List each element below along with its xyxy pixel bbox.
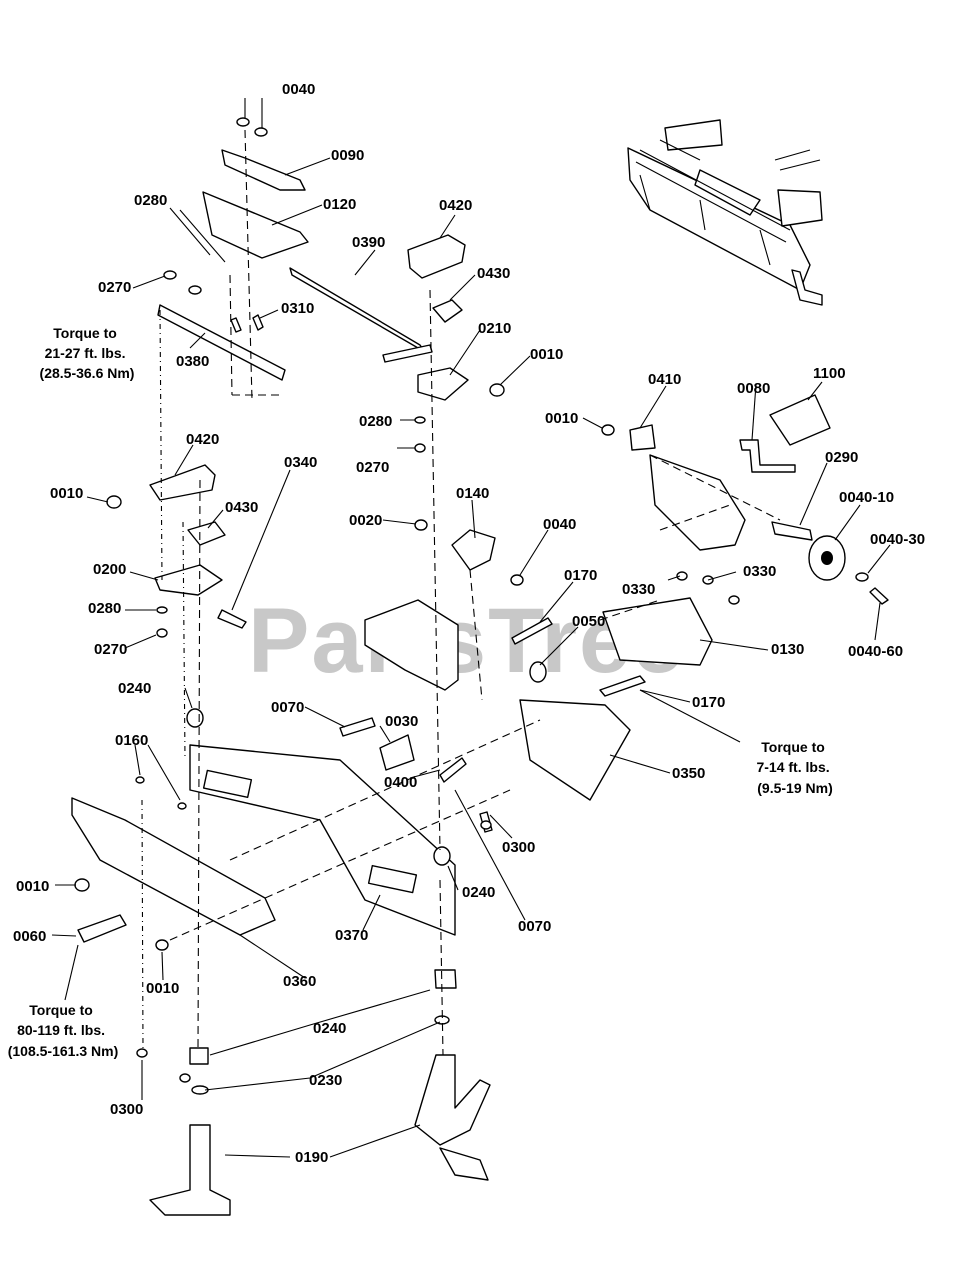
callout-0040-top: 0040 xyxy=(282,81,315,98)
callout-0010-b: 0010 xyxy=(50,485,83,502)
torque-notes: Torque to 21-27 ft. lbs. (28.5-36.6 Nm) … xyxy=(8,325,833,1059)
callout-0240-a: 0240 xyxy=(118,680,151,697)
callout-0420-a: 0420 xyxy=(439,197,472,214)
callout-0120: 0120 xyxy=(323,196,356,213)
callout-0040-30: 0040-30 xyxy=(870,531,925,548)
callout-0400: 0400 xyxy=(384,774,417,791)
callout-0010-c: 0010 xyxy=(545,410,578,427)
watermark: PartsTree xyxy=(248,590,685,692)
callout-0240-b: 0240 xyxy=(462,884,495,901)
callout-0410: 0410 xyxy=(648,371,681,388)
callout-0430-b: 0430 xyxy=(225,499,258,516)
callout-labels: 0040 0090 0120 0280 0270 0310 0380 0390 … xyxy=(13,81,925,1166)
callout-0030: 0030 xyxy=(385,713,418,730)
callout-0200: 0200 xyxy=(93,561,126,578)
callout-0300-b: 0300 xyxy=(110,1101,143,1118)
callout-0280-a: 0280 xyxy=(134,192,167,209)
callout-0280-b: 0280 xyxy=(359,413,392,430)
callout-0170-b: 0170 xyxy=(692,694,725,711)
front-axle-frame xyxy=(71,744,492,1095)
callout-0170-a: 0170 xyxy=(564,567,597,584)
torque-note-1: Torque to 21-27 ft. lbs. (28.5-36.6 Nm) xyxy=(40,325,135,381)
callout-0370: 0370 xyxy=(335,927,368,944)
callout-0300-a: 0300 xyxy=(502,839,535,856)
callout-0290: 0290 xyxy=(825,449,858,466)
callout-0040-b: 0040 xyxy=(543,516,576,533)
callout-0330-a: 0330 xyxy=(622,581,655,598)
callout-0390: 0390 xyxy=(352,234,385,251)
callout-0040-60: 0040-60 xyxy=(848,643,903,660)
alignment-lines xyxy=(141,129,781,1056)
callout-0160: 0160 xyxy=(115,732,148,749)
callout-0240-c: 0240 xyxy=(313,1020,346,1037)
middle-linkage-parts xyxy=(135,519,740,833)
torque-note-3: Torque to 80-119 ft. lbs. (108.5-161.3 N… xyxy=(8,1002,119,1059)
callout-0050: 0050 xyxy=(572,613,605,630)
callout-0080: 0080 xyxy=(737,380,770,397)
callout-0330-b: 0330 xyxy=(743,563,776,580)
callout-0040-10: 0040-10 xyxy=(839,489,894,506)
callout-0090: 0090 xyxy=(331,147,364,164)
upper-linkage-parts xyxy=(106,117,505,638)
callout-0010-e: 0010 xyxy=(146,980,179,997)
callout-1100: 1100 xyxy=(813,365,846,382)
callout-0230: 0230 xyxy=(309,1072,342,1089)
callout-0420-b: 0420 xyxy=(186,431,219,448)
assembly-overview-inset xyxy=(627,119,823,306)
callout-0140: 0140 xyxy=(456,485,489,502)
callout-0010-a: 0010 xyxy=(530,346,563,363)
callout-0210: 0210 xyxy=(478,320,511,337)
leader-lines xyxy=(51,98,891,1158)
callout-0340: 0340 xyxy=(284,454,317,471)
spindles xyxy=(149,1054,491,1216)
callout-0270-c: 0270 xyxy=(94,641,127,658)
callout-0380: 0380 xyxy=(176,353,209,370)
callout-0020: 0020 xyxy=(349,512,382,529)
callout-0270-b: 0270 xyxy=(356,459,389,476)
callout-0070-a: 0070 xyxy=(271,699,304,716)
callout-0010-d: 0010 xyxy=(16,878,49,895)
callout-0130: 0130 xyxy=(771,641,804,658)
callout-0060: 0060 xyxy=(13,928,46,945)
pedal-assembly xyxy=(601,394,889,605)
callout-0070-b: 0070 xyxy=(518,918,551,935)
callout-0280-c: 0280 xyxy=(88,600,121,617)
callout-0310: 0310 xyxy=(281,300,314,317)
callout-0350: 0350 xyxy=(672,765,705,782)
callout-0430-a: 0430 xyxy=(477,265,510,282)
torque-note-2: Torque to 7-14 ft. lbs. (9.5-19 Nm) xyxy=(756,739,833,796)
callout-0270-a: 0270 xyxy=(98,279,131,296)
callout-0360: 0360 xyxy=(283,973,316,990)
callout-0190: 0190 xyxy=(295,1149,328,1166)
